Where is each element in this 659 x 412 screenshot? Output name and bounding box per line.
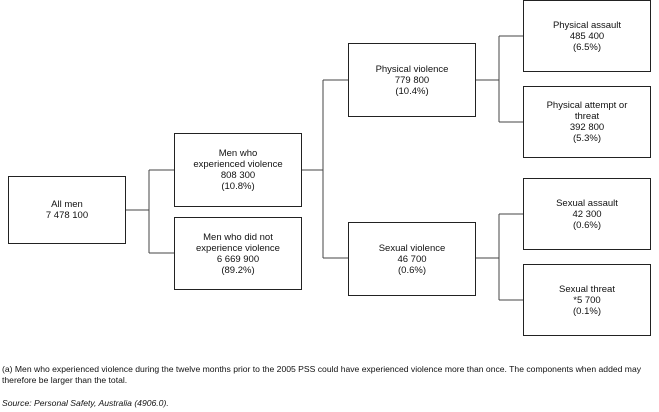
node-percent: (0.6%)	[398, 264, 426, 276]
node-value: 6 669 900	[216, 253, 260, 265]
node-title: Physical assault	[552, 19, 622, 31]
node-percent: (10.4%)	[395, 85, 429, 97]
node-percent: (89.2%)	[221, 264, 255, 276]
node-percent: (0.6%)	[573, 219, 601, 231]
node-percent: (5.3%)	[573, 133, 601, 144]
node-percent: (10.8%)	[221, 181, 255, 192]
node-percent: (6.5%)	[573, 41, 601, 53]
node-value: 485 400	[569, 30, 605, 42]
footnote: (a) Men who experienced violence during …	[2, 364, 642, 385]
node-value: *5 700	[573, 294, 601, 306]
node-physical-violence: Physical violence 779 800 (10.4%)	[348, 43, 476, 117]
node-did-not-experience-violence: Men who did not experience violence 6 66…	[174, 217, 302, 290]
node-title-line1: Physical attempt or	[546, 100, 628, 111]
node-value: 46 700	[397, 253, 427, 265]
source-note: Source: Personal Safety, Australia (4906…	[2, 398, 169, 408]
node-physical-assault: Physical assault 485 400 (6.5%)	[523, 0, 651, 72]
node-value: 392 800	[569, 122, 605, 133]
node-title-line2: experienced violence	[193, 159, 283, 170]
node-percent: (0.1%)	[573, 305, 601, 317]
node-title-line1: Men who did not	[203, 231, 273, 243]
node-physical-attempt-or-threat: Physical attempt or threat 392 800 (5.3%…	[523, 86, 651, 158]
node-sexual-violence: Sexual violence 46 700 (0.6%)	[348, 222, 476, 296]
node-title-line2: experience violence	[196, 242, 280, 254]
node-experienced-violence: Men who experienced violence 808 300 (10…	[174, 133, 302, 207]
node-sexual-assault: Sexual assault 42 300 (0.6%)	[523, 178, 651, 250]
node-title: All men	[51, 199, 83, 210]
node-value: 779 800	[394, 74, 430, 86]
node-sexual-threat: Sexual threat *5 700 (0.1%)	[523, 264, 651, 336]
node-title: Sexual assault	[556, 197, 618, 209]
node-title: Sexual threat	[559, 283, 615, 295]
node-title: Sexual violence	[378, 242, 446, 254]
node-all-men: All men 7 478 100	[8, 176, 126, 244]
node-value: 808 300	[220, 170, 256, 181]
node-title: Physical violence	[375, 63, 449, 75]
node-title-line2: threat	[574, 111, 600, 122]
node-value: 42 300	[572, 208, 602, 220]
node-value: 7 478 100	[45, 210, 89, 221]
node-title-line1: Men who	[218, 148, 258, 159]
